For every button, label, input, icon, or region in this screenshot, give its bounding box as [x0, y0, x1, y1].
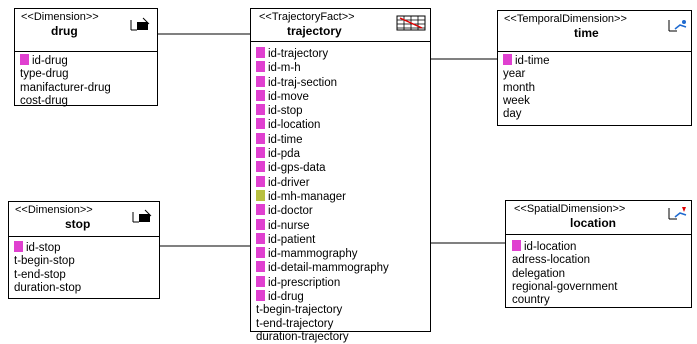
attribute-list: id-stop t-begin-stop t-end-stop duration… [9, 237, 159, 295]
class-header: <<Dimension>> stop [9, 202, 159, 237]
attribute-key: id-location [256, 118, 430, 132]
attribute-key: id-doctor [256, 204, 430, 218]
class-header: <<SpatialDimension>> location [506, 201, 691, 235]
class-name: time [574, 26, 599, 40]
class-name: trajectory [287, 24, 342, 38]
dimension-icon [130, 17, 150, 31]
attribute-key: id-mammography [256, 247, 430, 261]
attribute-key: id-pda [256, 147, 430, 161]
attribute: month [503, 81, 535, 94]
attribute: manifacturer-drug [20, 81, 111, 94]
attribute: regional-government [512, 280, 618, 293]
attribute: type-drug [20, 68, 69, 81]
attribute: week [503, 94, 530, 107]
class-trajectory[interactable]: <<TrajectoryFact>> trajectory id-traject… [250, 8, 431, 343]
class-stop[interactable]: <<Dimension>> stop id-stop t-begin-stop … [8, 201, 160, 299]
attribute-key: id-stop [14, 241, 159, 255]
class-time[interactable]: <<TemporalDimension>> time id-time year … [497, 10, 692, 126]
class-name: drug [51, 24, 78, 38]
class-header: <<TrajectoryFact>> trajectory [251, 9, 430, 42]
attribute-key: id-traj-section [256, 76, 430, 90]
temporal-dimension-icon [668, 20, 687, 32]
fact-table-icon [396, 15, 426, 31]
attribute-list: id-time year month week day [498, 52, 691, 121]
attribute-key: id-m-h [256, 61, 430, 75]
association-lines [158, 33, 505, 247]
attribute-key: id-drug [20, 54, 157, 68]
attribute-key: id-time [256, 133, 430, 147]
attribute-key: id-detail-mammography [256, 261, 430, 275]
attribute-key: id-time [503, 54, 691, 68]
attribute: cost-drug [20, 94, 68, 107]
attribute: t-end-trajectory [256, 317, 334, 330]
attribute: t-begin-stop [14, 255, 75, 268]
attribute: country [512, 294, 550, 307]
class-header: <<Dimension>> drug [15, 9, 157, 52]
attribute: adress-location [512, 254, 590, 267]
attribute-key: id-location [512, 240, 691, 254]
stereotype: <<SpatialDimension>> [514, 203, 626, 215]
attribute: day [503, 108, 522, 121]
class-name: stop [65, 217, 91, 231]
attribute-list: id-trajectory id-m-h id-traj-section id-… [251, 42, 430, 344]
attribute: t-end-stop [14, 268, 66, 281]
stereotype: <<TrajectoryFact>> [259, 11, 355, 23]
attribute: year [503, 68, 526, 81]
stereotype: <<Dimension>> [15, 204, 93, 216]
class-name: location [570, 216, 617, 230]
attribute-key: id-patient [256, 233, 430, 247]
attribute: duration-trajectory [256, 330, 349, 343]
class-header: <<TemporalDimension>> time [498, 11, 691, 52]
attribute-key: id-nurse [256, 219, 430, 233]
attribute-key: id-driver [256, 176, 430, 190]
attribute-list: id-location adress-location delegation r… [506, 235, 691, 307]
stereotype: <<TemporalDimension>> [504, 13, 627, 25]
attribute-key: id-stop [256, 104, 430, 118]
attribute-key: id-move [256, 90, 430, 104]
class-location[interactable]: <<SpatialDimension>> location id-locatio… [505, 200, 692, 308]
class-drug[interactable]: <<Dimension>> drug id-drug type-drug man… [14, 8, 158, 108]
attribute-key: id-drug [256, 290, 430, 304]
attribute-key: id-gps-data [256, 161, 430, 175]
stereotype: <<Dimension>> [21, 11, 99, 23]
attribute: t-begin-trajectory [256, 304, 343, 317]
attribute-list: id-drug type-drug manifacturer-drug cost… [15, 52, 157, 108]
attribute-key: id-mh-manager [256, 190, 430, 204]
spatial-dimension-icon [668, 207, 687, 220]
dimension-icon [132, 209, 152, 223]
attribute: delegation [512, 267, 566, 280]
attribute-key: id-prescription [256, 276, 430, 290]
attribute-key: id-trajectory [256, 47, 430, 61]
attribute: duration-stop [14, 281, 82, 294]
